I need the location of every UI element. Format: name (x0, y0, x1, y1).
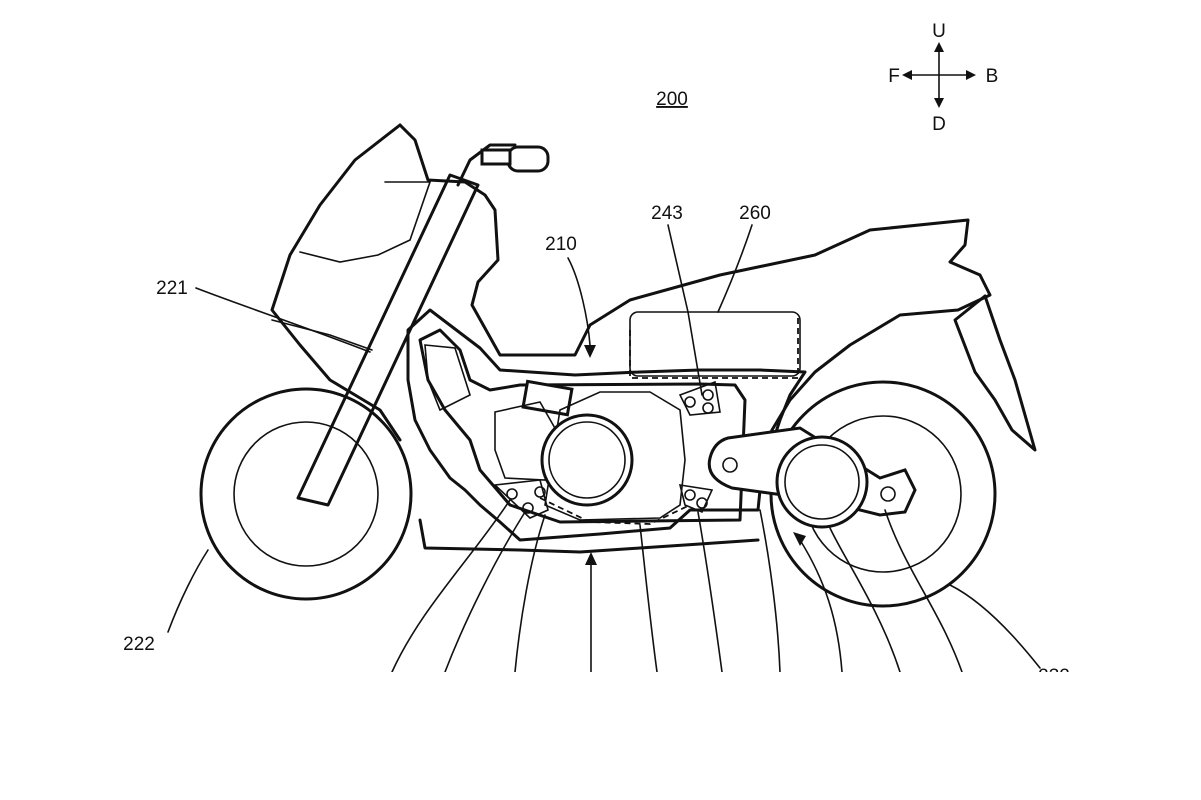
sprocket-bracket-lower (678, 484, 714, 514)
leader-221 (195, 287, 371, 353)
chain-path-dashed (539, 497, 691, 525)
label-sprocket: 243 (651, 203, 683, 224)
cowl-inner-line (299, 181, 432, 263)
motor-housing (544, 391, 686, 521)
controller-unit (494, 379, 574, 481)
frame-gusset (424, 344, 471, 412)
storage-box (629, 311, 801, 377)
lower-cowl (418, 518, 760, 554)
leader-260 (717, 224, 753, 313)
bottom-leader-lines (391, 499, 963, 673)
direction-down-label: D (932, 114, 946, 135)
label-frame: 210 (545, 234, 577, 255)
sprocket-bracket-front (493, 479, 549, 519)
label-front-wheel: 222 (123, 634, 155, 655)
direction-up-label: U (932, 21, 946, 42)
windscreen-line (271, 319, 373, 351)
leader-243 (667, 224, 703, 396)
handlebar (456, 143, 550, 187)
front-cowl (270, 123, 402, 442)
front-fork (296, 173, 480, 507)
electric-motor (540, 413, 634, 507)
rear-hub (775, 435, 869, 529)
direction-forward-label: F (888, 66, 900, 87)
body-outline (398, 123, 992, 470)
direction-back-label: B (986, 66, 999, 87)
front-wheel (199, 387, 413, 601)
sprocket-bracket-upper (678, 380, 721, 416)
frame-inner (418, 328, 747, 524)
rear-fender (953, 294, 1037, 452)
leader-232 (949, 584, 1041, 669)
leader-222 (167, 549, 209, 633)
leader-210 (567, 257, 591, 346)
label-front-fork: 221 (156, 278, 188, 299)
label-storage: 260 (739, 203, 771, 224)
frame (406, 308, 807, 542)
crop-band (0, 672, 1201, 800)
figure-reference-number: 200 (656, 89, 688, 110)
direction-compass: U D F B (888, 21, 998, 135)
